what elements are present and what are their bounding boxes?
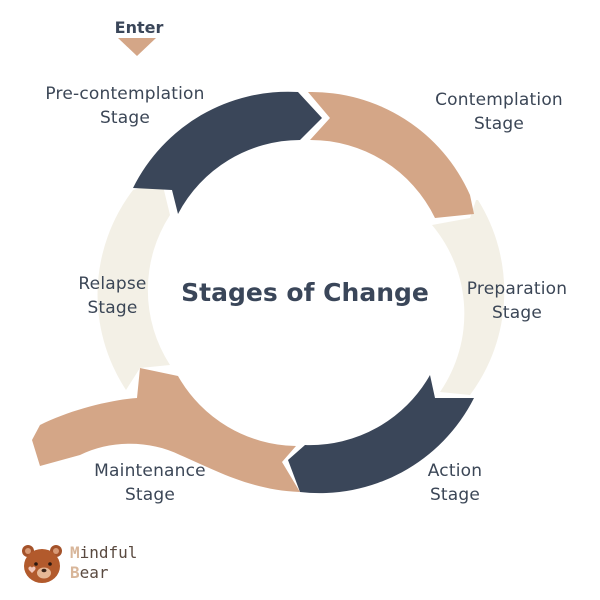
segment-contemplation — [308, 91, 474, 218]
label-contemplation: Contemplation Stage — [435, 90, 563, 134]
label-relapse: Relapse Stage — [78, 274, 147, 318]
label-action: Action Stage — [427, 461, 483, 505]
segment-maintenance — [32, 368, 300, 492]
mindful-bear-logo: Mindful Bear — [20, 543, 150, 585]
segment-preparation — [432, 200, 505, 395]
bear-face-icon — [22, 545, 62, 583]
label-maintenance: Maintenance Stage — [94, 461, 206, 505]
diagram-title: Stages of Change — [181, 278, 429, 307]
enter-arrow-icon — [118, 38, 156, 56]
segment-pre-contemplation — [133, 91, 322, 214]
logo-wordmark: Mindful Bear — [70, 543, 138, 582]
segment-action — [288, 375, 474, 494]
label-pre-contemplation: Pre-contemplation Stage — [45, 84, 205, 128]
enter-label: Enter — [114, 18, 164, 37]
segment-relapse — [97, 182, 170, 390]
label-preparation: Preparation Stage — [466, 279, 568, 323]
